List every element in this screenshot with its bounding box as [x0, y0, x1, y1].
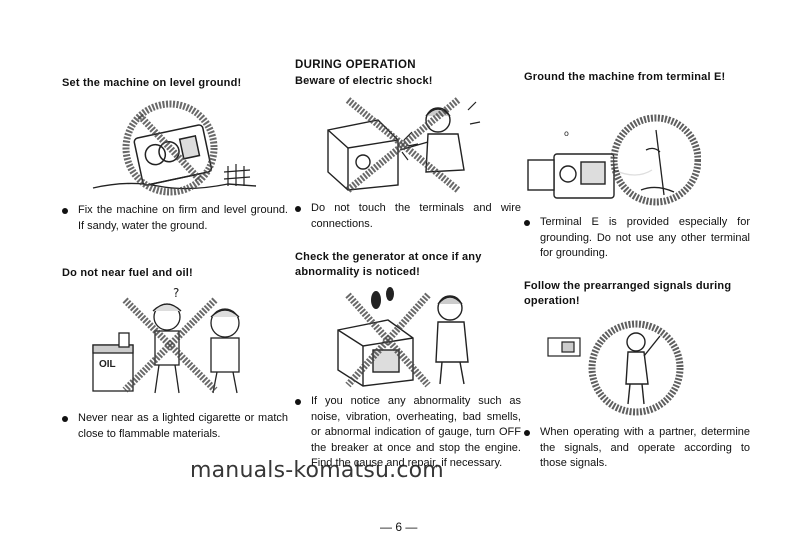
- svg-text:OIL: OIL: [99, 359, 116, 370]
- bullet-dot: [295, 206, 301, 212]
- svg-text:?: ?: [173, 286, 179, 300]
- heading-signals: Follow the prearranged signals during op…: [524, 280, 732, 307]
- svg-text:o: o: [564, 129, 569, 138]
- bullet-dot: [62, 208, 68, 214]
- bullet-level-ground: Fix the machine on firm and level ground…: [62, 203, 288, 234]
- heading-level-ground: Set the machine on level ground!: [62, 77, 242, 89]
- section-title: DURING OPERATION: [295, 59, 416, 71]
- bullet-dot: [295, 399, 301, 405]
- bullet-signals: When operating with a partner, determine…: [524, 425, 750, 472]
- heading-check-generator: Check the generator at once if any abnor…: [295, 251, 482, 278]
- grounding-terminal-illustration: o: [526, 100, 701, 210]
- hand-signal-illustration: [544, 318, 694, 418]
- heading-ground-terminal: Ground the machine from terminal E!: [524, 71, 726, 83]
- bullet-ground-terminal: Terminal E is provided especially for gr…: [524, 215, 750, 262]
- fuel-oil-prohibited-illustration: OIL ?: [85, 285, 260, 400]
- bullet-check-generator: If you notice any abnormality such as no…: [295, 394, 521, 472]
- watermark-text: manuals-komatsu.com: [190, 458, 444, 483]
- abnormality-prohibited-illustration: [318, 280, 483, 390]
- bullet-dot: [62, 416, 68, 422]
- bullet-electric-shock: Do not touch the terminals and wire conn…: [295, 201, 521, 232]
- heading-electric-shock: Beware of electric shock!: [295, 75, 433, 87]
- bullet-dot: [524, 220, 530, 226]
- electric-shock-prohibited-illustration: [318, 90, 488, 195]
- heading-fuel-oil: Do not near fuel and oil!: [62, 267, 193, 279]
- page-number: — 6 —: [380, 520, 418, 534]
- level-ground-prohibited-illustration: [88, 96, 263, 196]
- bullet-fuel-oil: Never near as a lighted cigarette or mat…: [62, 411, 288, 442]
- bullet-dot: [524, 430, 530, 436]
